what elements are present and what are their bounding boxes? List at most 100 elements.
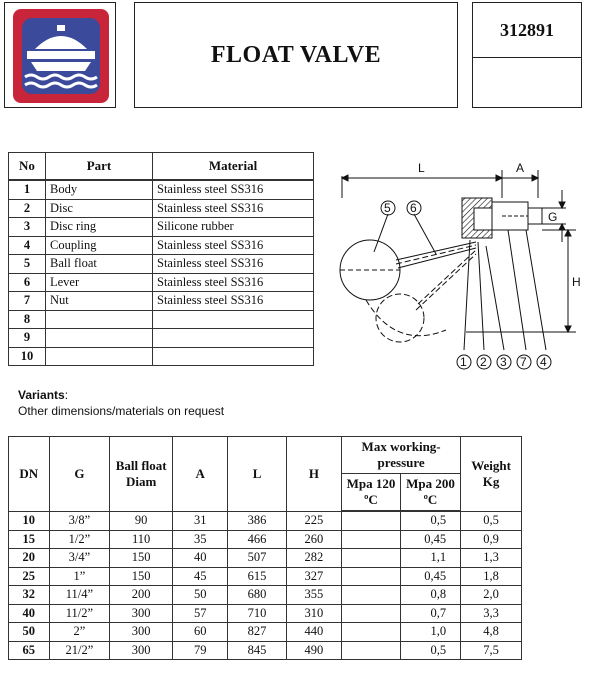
callout-5: 5: [384, 201, 391, 215]
parts-row: 9: [8, 328, 314, 348]
dim-cell-mpa120: [341, 510, 401, 531]
callout-2: 2: [480, 355, 487, 369]
dim-cell-dn: 40: [8, 603, 50, 623]
parts-cell-no: 3: [8, 217, 46, 237]
parts-cell-material: [152, 346, 314, 366]
dim-cell-h: 440: [285, 622, 343, 642]
parts-cell-no: 8: [8, 309, 46, 329]
dim-cell-g: 11/2”: [48, 603, 111, 623]
dim-cell-dn: 65: [8, 640, 50, 660]
dim-cell-l: 680: [227, 585, 287, 605]
parts-row: 10: [8, 346, 314, 366]
parts-cell-material: Stainless steel SS316: [152, 291, 314, 311]
dim-header-a: A: [172, 436, 229, 512]
parts-cell-material: [152, 309, 314, 329]
dim-cell-mpa120: [341, 566, 401, 586]
dim-cell-weight: 1,3: [460, 548, 522, 568]
parts-header-no: No: [8, 152, 46, 181]
callout-6: 6: [410, 201, 417, 215]
dim-cell-mpa200: 0,45: [399, 566, 462, 586]
dim-cell-g: 3/4”: [48, 548, 111, 568]
dim-header-mpa120: Mpa 120 ºC: [341, 473, 401, 512]
parts-cell-no: 6: [8, 272, 46, 292]
dim-cell-mpa120: [341, 548, 401, 568]
parts-cell-no: 7: [8, 291, 46, 311]
dim-cell-l: 710: [227, 603, 287, 623]
logo-box: [4, 2, 116, 108]
dim-header-h: H: [285, 436, 343, 512]
parts-cell-part: [45, 346, 153, 366]
callout-7: 7: [520, 355, 527, 369]
callout-1: 1: [460, 355, 467, 369]
dim-cell-mpa120: [341, 603, 401, 623]
dim-cell-a: 35: [172, 529, 229, 549]
parts-cell-part: Body: [45, 179, 153, 200]
parts-cell-part: Disc ring: [45, 217, 153, 237]
parts-cell-material: Silicone rubber: [152, 217, 314, 237]
dim-cell-g: 3/8”: [48, 510, 111, 531]
dim-header-row-1: DN G Ball float Diam A L H Max working-p…: [8, 436, 522, 512]
parts-cell-no: 2: [8, 198, 46, 218]
dim-cell-h: 327: [285, 566, 343, 586]
dim-cell-mpa200: 0,5: [399, 640, 462, 660]
dim-cell-g: 21/2”: [48, 640, 111, 660]
dim-cell-a: 45: [172, 566, 229, 586]
product-code: 312891: [473, 3, 581, 58]
dim-cell-a: 60: [172, 622, 229, 642]
dim-cell-a: 79: [172, 640, 229, 660]
variants-label: Variants: [18, 388, 65, 402]
dim-header-pressure: Max working-pressure: [341, 436, 462, 474]
parts-cell-material: [152, 328, 314, 348]
parts-cell-material: Stainless steel SS316: [152, 254, 314, 274]
dim-cell-l: 507: [227, 548, 287, 568]
dim-header-weight: Weight Kg: [460, 436, 522, 512]
dim-cell-h: 282: [285, 548, 343, 568]
dim-cell-weight: 2,0: [460, 585, 522, 605]
parts-cell-part: Lever: [45, 272, 153, 292]
callout-4: 4: [540, 355, 547, 369]
parts-cell-material: Stainless steel SS316: [152, 179, 314, 200]
parts-cell-part: Coupling: [45, 235, 153, 255]
parts-cell-no: 4: [8, 235, 46, 255]
dim-cell-l: 827: [227, 622, 287, 642]
parts-header-row: No Part Material: [8, 152, 314, 181]
dim-cell-l: 615: [227, 566, 287, 586]
dim-cell-dn: 20: [8, 548, 50, 568]
code-box: 312891: [472, 2, 582, 108]
dim-cell-g: 11/4”: [48, 585, 111, 605]
dim-cell-h: 490: [285, 640, 343, 660]
dim-cell-l: 386: [227, 510, 287, 531]
parts-cell-no: 9: [8, 328, 46, 348]
dim-cell-h: 260: [285, 529, 343, 549]
dim-cell-mpa200: 1,0: [399, 622, 462, 642]
dim-header-l: L: [227, 436, 287, 512]
dim-cell-mpa200: 0,8: [399, 585, 462, 605]
parts-cell-material: Stainless steel SS316: [152, 235, 314, 255]
dim-cell-a: 50: [172, 585, 229, 605]
dim-cell-h: 310: [285, 603, 343, 623]
dim-cell-ball: 150: [109, 548, 174, 568]
dim-cell-dn: 32: [8, 585, 50, 605]
dim-cell-ball: 300: [109, 640, 174, 660]
dim-cell-ball: 150: [109, 566, 174, 586]
dim-cell-ball: 90: [109, 510, 174, 531]
dim-cell-mpa200: 1,1: [399, 548, 462, 568]
dim-label-a: A: [516, 161, 524, 175]
parts-cell-no: 1: [8, 179, 46, 200]
dim-cell-h: 225: [285, 510, 343, 531]
dim-cell-dn: 15: [8, 529, 50, 549]
